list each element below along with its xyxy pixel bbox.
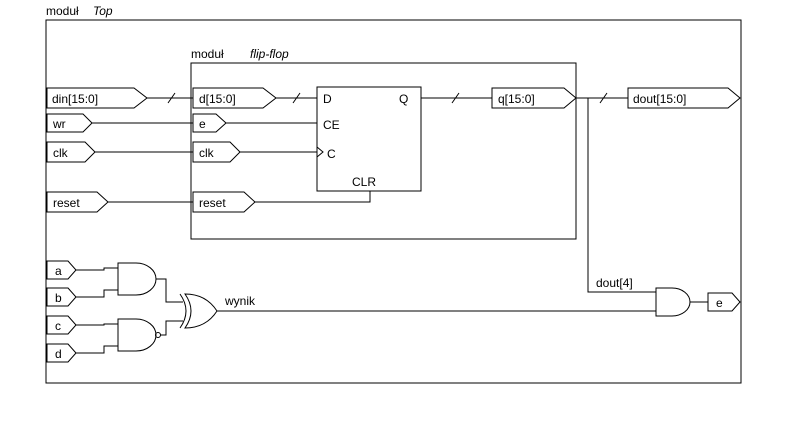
svg-text:c: c [55,319,61,333]
output-and-gate-icon [655,287,691,317]
and-gate-icon [117,262,157,296]
register-pin-clr: CLR [352,175,376,189]
svg-text:d: d [55,347,62,361]
input-port-c: c [46,315,77,335]
svg-text:a: a [55,264,62,278]
top-module-keyword: moduł [46,4,79,18]
register-pin-q: Q [399,92,408,106]
svg-text:reset: reset [53,196,80,210]
svg-text:e: e [716,296,723,310]
input-port-reset: reset [46,191,109,213]
register-block [316,86,422,192]
svg-text:b: b [55,291,62,305]
input-port-a: a [46,260,77,280]
ff-port-reset: reset [192,191,256,213]
signal-label-dout4: dout[4] [596,276,633,290]
svg-text:d[15:0]: d[15:0] [199,92,236,106]
inner-module-name: flip-flop [250,47,289,61]
input-port-b: b [46,287,77,307]
svg-text:clk: clk [199,146,215,160]
clock-triangle-icon [316,146,324,158]
input-port-wr: wr [46,113,93,133]
signal-label-wynik: wynik [224,294,256,308]
inner-module-frame [190,62,577,240]
register-pin-d: D [323,92,332,106]
svg-text:din[15:0]: din[15:0] [52,92,98,106]
register-pin-ce: CE [323,118,340,132]
top-module-name: Top [93,4,113,18]
input-port-din: din[15:0] [46,87,148,109]
nand-gate-icon [117,318,161,352]
svg-text:wr: wr [52,117,66,131]
ff-port-clk: clk [192,141,241,163]
xnor-gate-icon [179,293,218,329]
input-port-clk: clk [46,141,96,163]
wires [76,92,708,354]
svg-text:clk: clk [53,146,69,160]
svg-text:reset: reset [199,196,226,210]
svg-text:q[15:0]: q[15:0] [498,92,535,106]
register-pin-c: C [327,147,336,161]
svg-text:e: e [199,117,206,131]
output-port-dout: dout[15:0] [627,87,741,109]
ff-port-q: q[15:0] [491,87,577,109]
svg-text:dout[15:0]: dout[15:0] [633,92,686,106]
ff-port-e: e [192,113,227,133]
top-module-frame [45,19,742,384]
output-port-e: e [707,292,741,312]
ff-port-d: d[15:0] [192,87,277,109]
input-port-d: d [46,343,77,363]
inner-module-keyword: moduł [191,47,224,61]
